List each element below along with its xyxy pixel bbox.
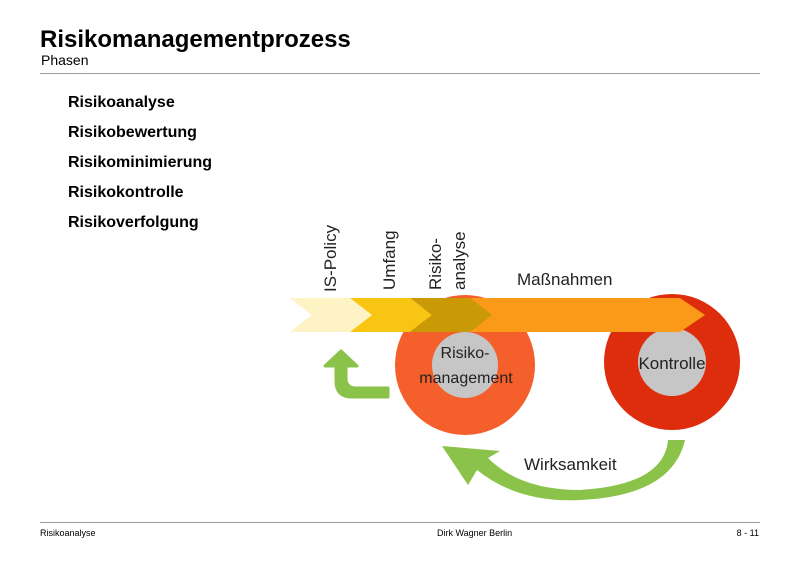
wirksamkeit-arrow-icon — [442, 440, 685, 501]
phase-item: Risikokontrolle — [68, 184, 184, 201]
footer-left: Risikoanalyse — [40, 528, 96, 538]
ring-kontrolle-center — [638, 328, 706, 396]
footer-center: Dirk Wagner Berlin — [437, 528, 513, 538]
chevron-is-policy — [290, 298, 372, 332]
ring1-label-line1: Risiko- — [441, 345, 490, 362]
return-arrow-icon — [323, 349, 390, 399]
slide-subtitle: Phasen — [41, 52, 89, 68]
ring-risikomanagement-center — [432, 332, 498, 398]
chevron-risikoanalyse — [410, 298, 492, 332]
phase-item: Risikoverfolgung — [68, 214, 199, 231]
chevron-umfang — [350, 298, 432, 332]
label-umfang: Umfang — [380, 230, 399, 290]
arrow-massnahmen — [470, 298, 705, 332]
phase-item: Risikominimierung — [68, 154, 213, 171]
header-divider — [40, 73, 760, 74]
phase-list: Risikoanalyse Risikobewertung Risikomini… — [68, 92, 212, 242]
label-is-policy: IS-Policy — [321, 224, 340, 292]
slide-title: Risikomanagementprozess — [40, 26, 351, 53]
page-number: 8 - 11 — [736, 528, 759, 538]
ring2-label: Kontrolle — [638, 354, 705, 373]
label-wirksamkeit: Wirksamkeit — [524, 455, 617, 474]
label-risiko-line1: Risiko- — [426, 238, 445, 290]
label-massnahmen: Maßnahmen — [517, 270, 612, 289]
phase-item: Risikoanalyse — [68, 94, 175, 111]
label-risiko-line2: analyse — [450, 231, 469, 290]
footer-divider — [40, 522, 760, 523]
ring1-label-line2: management — [419, 370, 513, 387]
phase-item: Risikobewertung — [68, 124, 197, 141]
